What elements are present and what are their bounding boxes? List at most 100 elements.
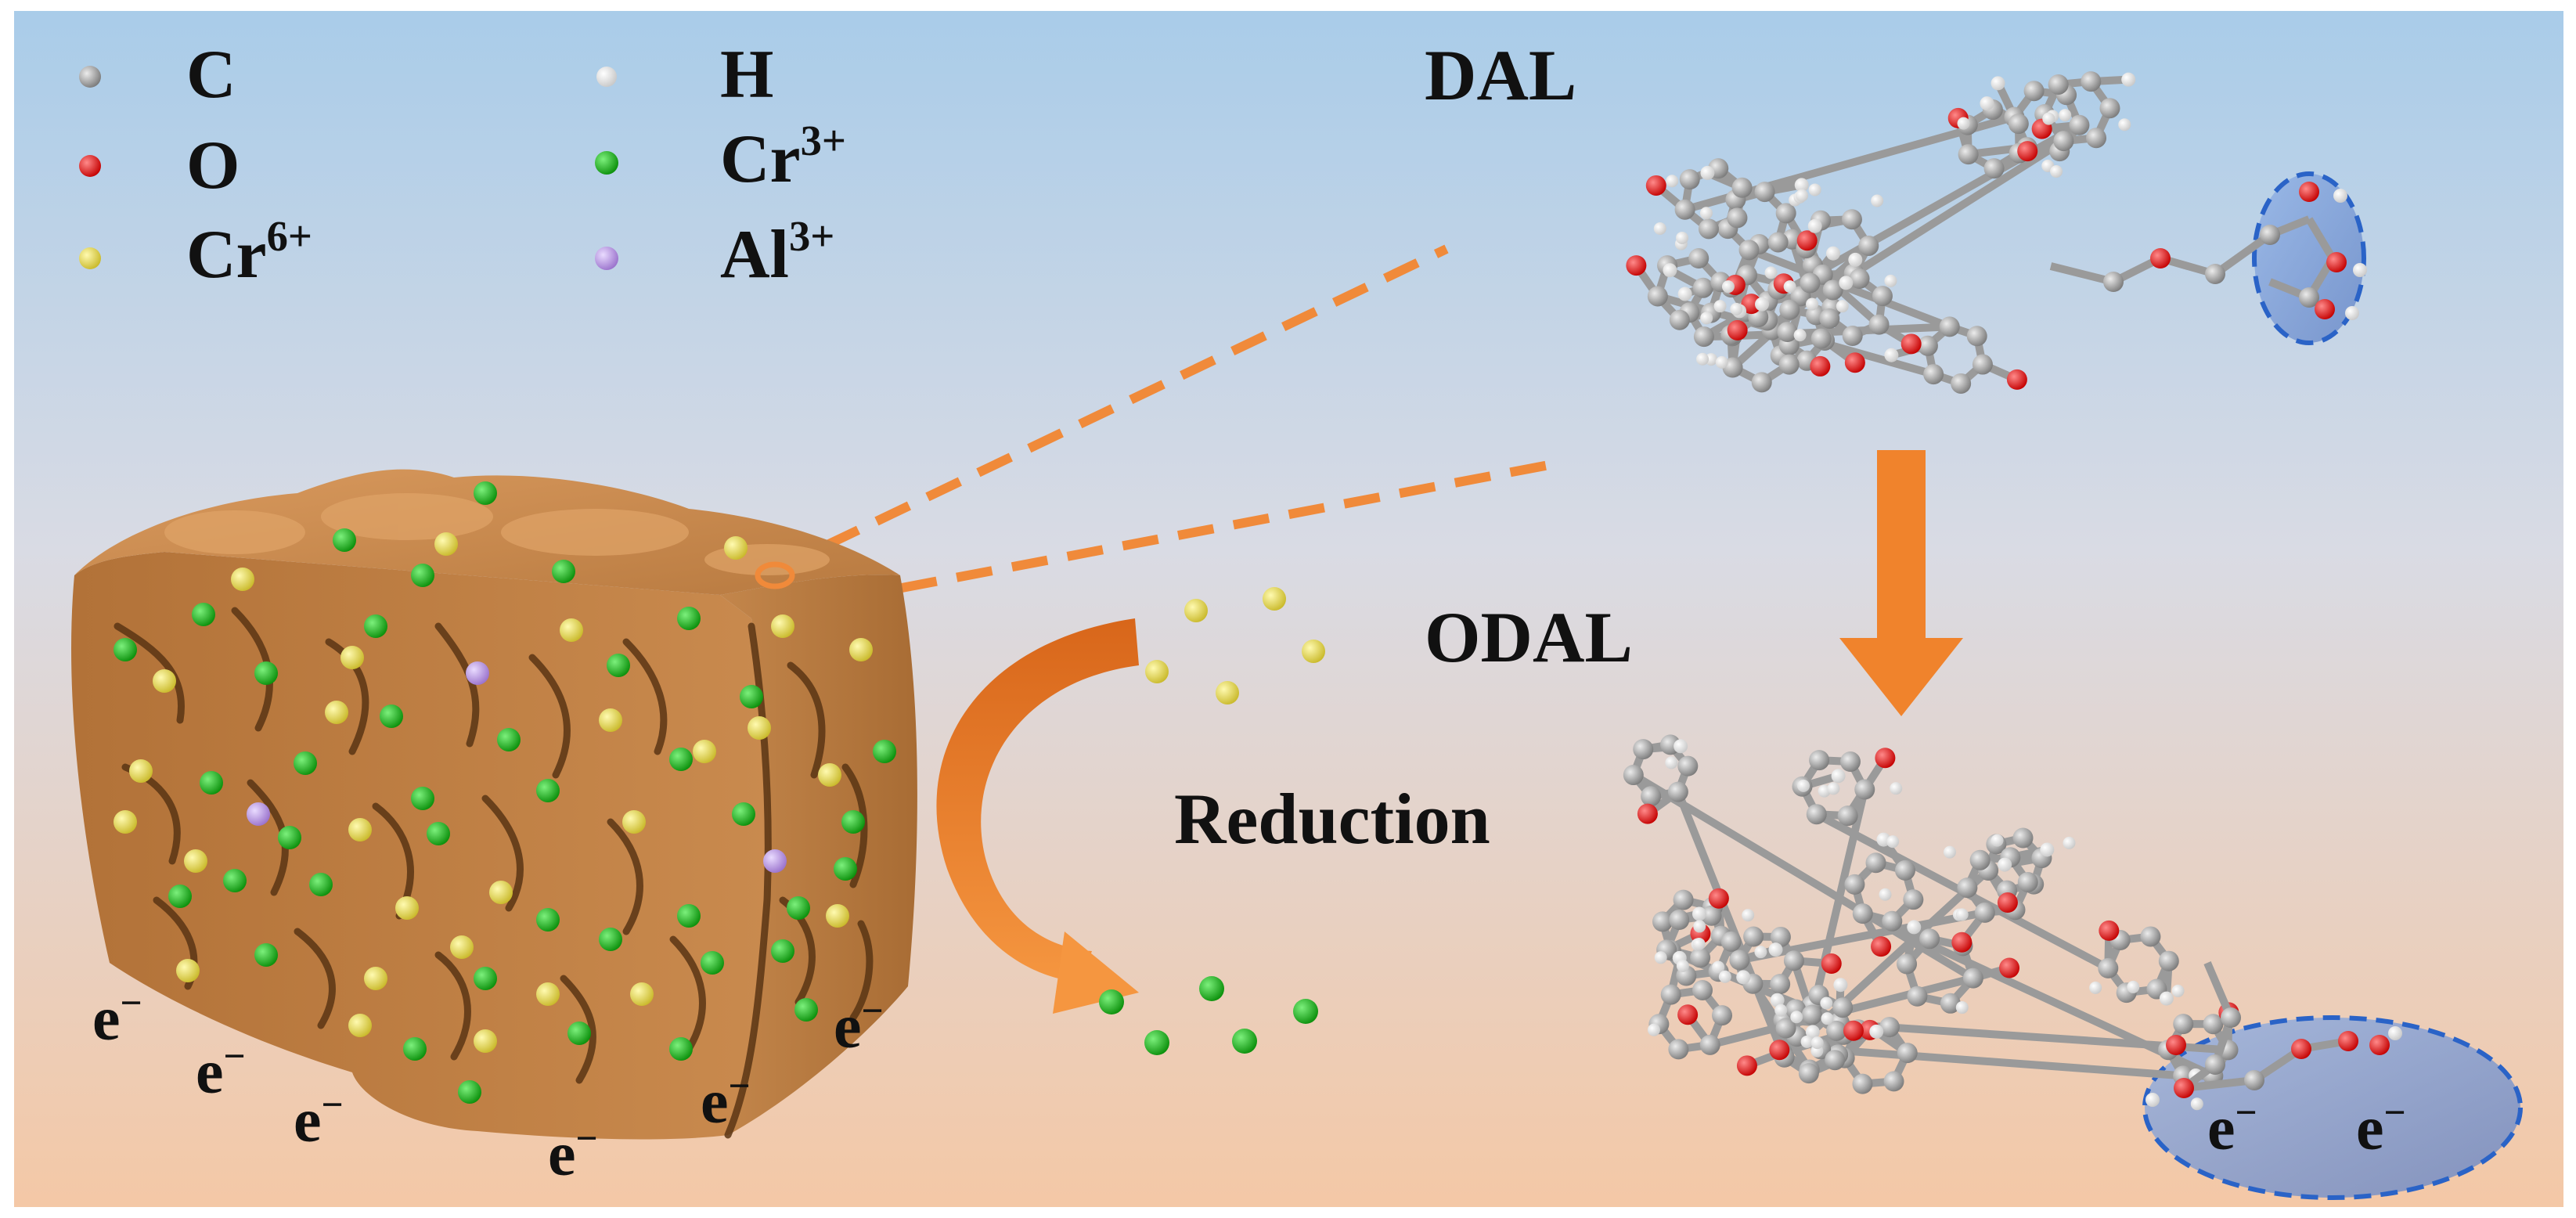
- legend-marker-o: [79, 155, 101, 177]
- ion-dot: [552, 560, 575, 583]
- ion-dot: [364, 967, 387, 990]
- electron-label: e−: [196, 1034, 246, 1107]
- ion-dot: [763, 849, 787, 873]
- legend-label-al3: Al3+: [720, 212, 835, 293]
- ion-dot: [129, 759, 153, 783]
- zoom-lines: [773, 244, 1567, 614]
- ion-dot: [247, 802, 270, 826]
- legend-marker-h: [596, 67, 617, 87]
- dal-molecule: [1626, 71, 2367, 394]
- ion-dot: [254, 661, 278, 685]
- legend-markers: [79, 66, 618, 270]
- dal-to-odal-arrow: [1839, 450, 1963, 716]
- ion-dot: [771, 614, 794, 638]
- ion-dot: [677, 904, 701, 928]
- ion-dot: [254, 943, 278, 967]
- electron-label: e−: [294, 1083, 344, 1155]
- free-cr6-ions: [1145, 587, 1325, 704]
- ion-dot: [536, 982, 560, 1006]
- adsorbent-cube: [71, 469, 917, 1140]
- ion-dot: [294, 751, 317, 775]
- ion-dot: [411, 564, 434, 587]
- ion-dot: [333, 528, 356, 552]
- ion-dot: [474, 1029, 497, 1053]
- ion-dot: [176, 959, 200, 982]
- ion-dot: [732, 802, 755, 826]
- ion-dot: [184, 849, 207, 873]
- dal-hydroxyl-highlight: [2252, 171, 2366, 345]
- legend-label-h: H: [720, 37, 774, 113]
- ion-dot: [113, 810, 137, 834]
- ion-dot: [364, 614, 387, 638]
- legend-label-cr3: Cr3+: [720, 117, 846, 197]
- legend-marker-cr3: [595, 151, 618, 175]
- ion-dot: [395, 896, 419, 920]
- ion-dot: [826, 904, 849, 928]
- electron-label: e−: [834, 989, 884, 1061]
- electron-label: e−: [2356, 1090, 2406, 1163]
- ion-dot: [622, 810, 646, 834]
- ion-dot: [348, 818, 372, 841]
- ion-dot: [669, 748, 693, 771]
- odal-label: ODAL: [1425, 597, 1633, 677]
- ion-dot: [818, 763, 841, 787]
- ion-dot: [450, 935, 474, 959]
- ion-dot: [794, 998, 818, 1022]
- ion-dot: [669, 1037, 693, 1061]
- ion-dot: [153, 669, 176, 693]
- legend-label-c: C: [186, 37, 236, 113]
- ion-dot: [536, 779, 560, 802]
- legend-marker-cr6: [79, 247, 101, 269]
- ion-dot: [607, 654, 630, 677]
- ion-dot: [740, 685, 763, 708]
- ion-dot: [223, 869, 247, 892]
- reduction-label: Reduction: [1174, 779, 1490, 859]
- ion-dot: [834, 857, 857, 881]
- ion-dot: [841, 810, 865, 834]
- ion-dot: [325, 701, 348, 724]
- free-cr3-ions: [1099, 976, 1318, 1055]
- ion-dot: [427, 822, 450, 845]
- ion-dot: [474, 481, 497, 505]
- ion-dot: [599, 708, 622, 732]
- ion-dot: [474, 967, 497, 990]
- cube-ions: [113, 481, 896, 1104]
- ion-dot: [497, 728, 521, 751]
- legend-marker-al3: [595, 247, 618, 270]
- ion-dot: [771, 939, 794, 963]
- ion-dot: [340, 646, 364, 669]
- ion-dot: [849, 638, 873, 661]
- ion-dot: [873, 740, 896, 763]
- ion-dot: [536, 908, 560, 932]
- ion-dot: [724, 536, 748, 560]
- odal-carboxyl-highlight: [2142, 1015, 2523, 1200]
- legend-label-cr6: Cr6+: [186, 212, 312, 293]
- ion-dot: [701, 951, 724, 975]
- ion-dot: [677, 607, 701, 630]
- ion-dot: [231, 568, 254, 591]
- ion-dot: [630, 982, 654, 1006]
- ion-dot: [380, 704, 403, 728]
- ion-dot: [113, 638, 137, 661]
- ion-dot: [200, 771, 223, 795]
- legend-marker-c: [79, 66, 101, 88]
- ion-dot: [567, 1022, 591, 1045]
- ion-dot: [466, 661, 489, 685]
- ion-dot: [787, 896, 810, 920]
- ion-dot: [192, 603, 215, 626]
- electron-label: e−: [92, 981, 142, 1054]
- ion-dot: [348, 1014, 372, 1037]
- electron-label: e−: [548, 1116, 598, 1189]
- ion-dot: [748, 716, 771, 740]
- dal-label: DAL: [1425, 35, 1577, 115]
- electron-label: e−: [701, 1064, 751, 1137]
- ion-dot: [411, 787, 434, 810]
- ion-dot: [168, 885, 192, 908]
- odal-molecule: [1623, 734, 2402, 1111]
- electron-label: e−: [2207, 1090, 2257, 1163]
- ion-dot: [278, 826, 301, 849]
- ion-dot: [403, 1037, 427, 1061]
- ion-dot: [693, 740, 716, 763]
